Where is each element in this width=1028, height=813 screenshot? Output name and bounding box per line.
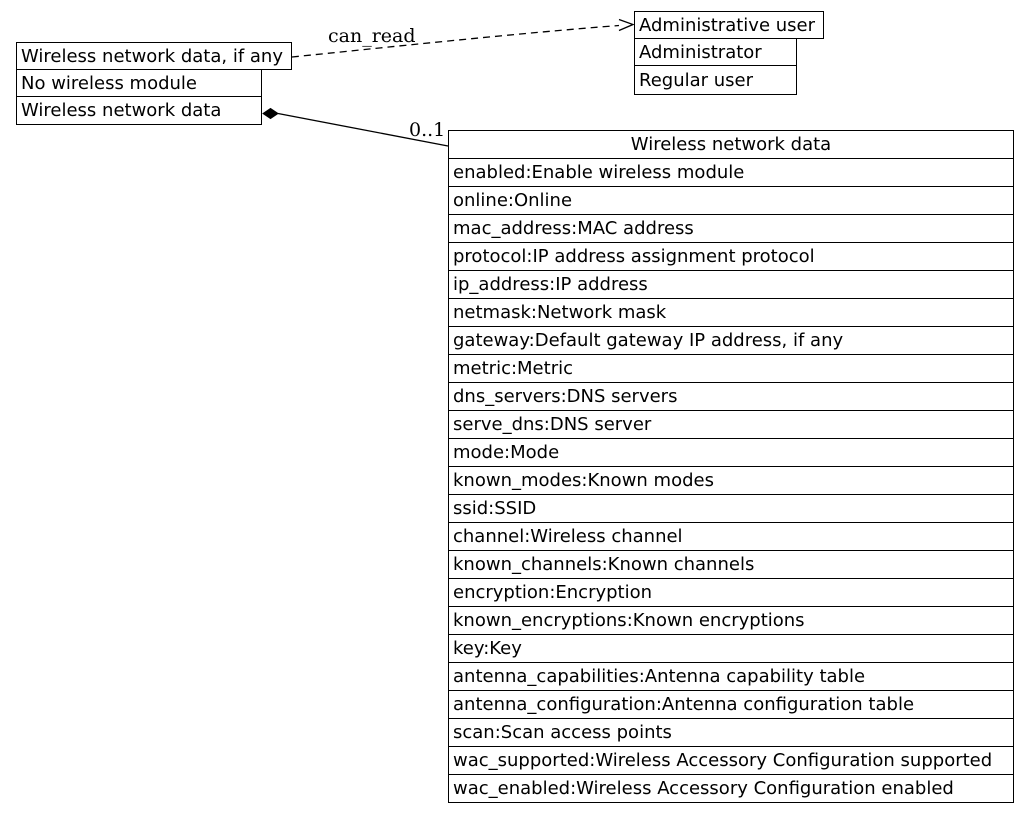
composition-diamond-icon [262,107,279,120]
wireless-data-table: Wireless network data enabled:Enable wir… [448,130,1014,803]
attr-row-key: key:Key [449,634,1013,662]
attr-row-mac-address: mac_address:MAC address [449,214,1013,242]
attr-row-ip-address: ip_address:IP address [449,270,1013,298]
attr-row-antenna-configuration: antenna_configuration:Antenna configurat… [449,690,1013,718]
edge-label-can-read: can_read [328,25,416,47]
composition-edge-line [277,112,449,147]
attr-row-metric: metric:Metric [449,354,1013,382]
attr-row-enabled: enabled:Enable wireless module [449,158,1013,186]
attr-row-protocol: protocol:IP address assignment protocol [449,242,1013,270]
attr-row-channel: channel:Wireless channel [449,522,1013,550]
attr-row-wac-supported: wac_supported:Wireless Accessory Configu… [449,746,1013,774]
attr-row-online: online:Online [449,186,1013,214]
attr-row-serve-dns: serve_dns:DNS server [449,410,1013,438]
node-regular-user: Regular user [634,65,797,95]
attr-row-known-channels: known_channels:Known channels [449,550,1013,578]
attr-row-mode: mode:Mode [449,438,1013,466]
node-administrator: Administrator [634,38,797,66]
attr-row-known-modes: known_modes:Known modes [449,466,1013,494]
open-arrowhead-icon [618,18,635,32]
node-no-wireless-module: No wireless module [16,69,262,97]
attr-row-ssid: ssid:SSID [449,494,1013,522]
table-title: Wireless network data [630,134,832,155]
attr-row-known-encryptions: known_encryptions:Known encryptions [449,606,1013,634]
attr-row-wac-enabled: wac_enabled:Wireless Accessory Configura… [449,774,1013,802]
attr-row-encryption: encryption:Encryption [449,578,1013,606]
attr-row-netmask: netmask:Network mask [449,298,1013,326]
node-administrative-user: Administrative user [634,11,824,39]
node-wireless-network-data-if-any: Wireless network data, if any [16,42,292,70]
can-read-edge-line [291,24,620,58]
attr-row-dns-servers: dns_servers:DNS servers [449,382,1013,410]
attr-row-antenna-capabilities: antenna_capabilities:Antenna capability … [449,662,1013,690]
attr-row-scan: scan:Scan access points [449,718,1013,746]
node-wireless-network-data: Wireless network data [16,96,262,125]
attr-row-gateway: gateway:Default gateway IP address, if a… [449,326,1013,354]
edge-label-multiplicity: 0..1 [409,119,446,141]
